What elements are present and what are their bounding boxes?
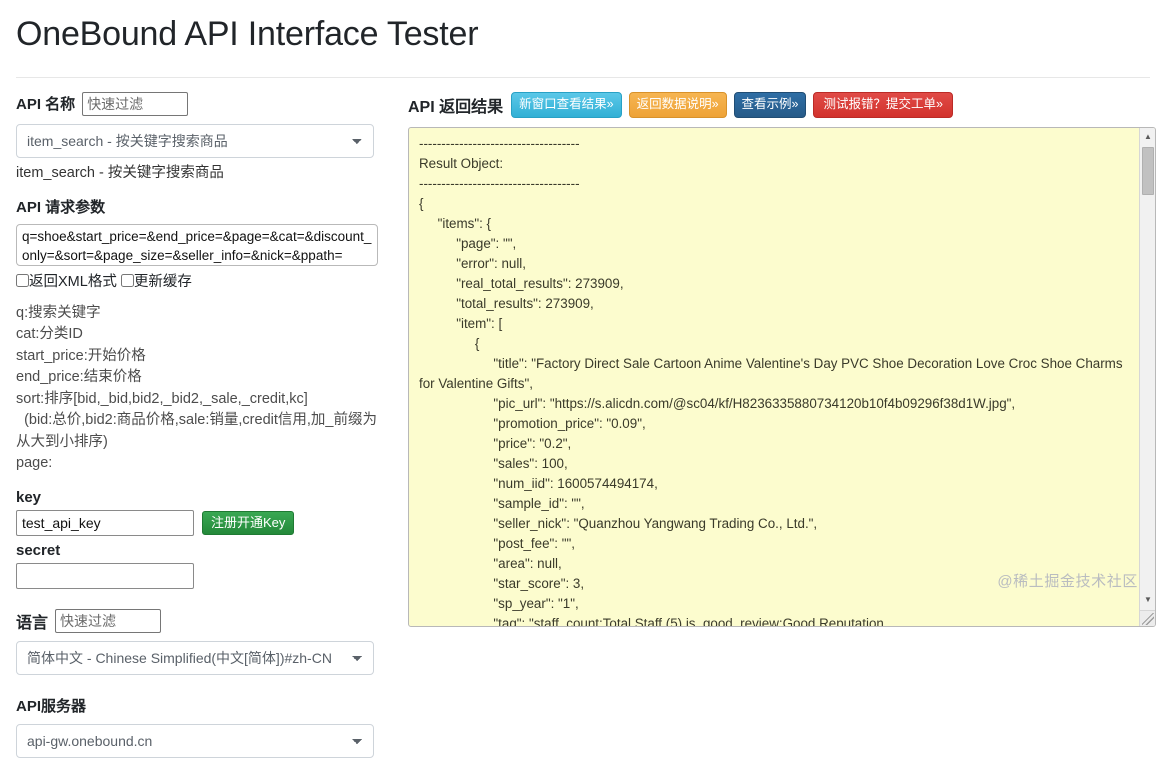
language-select[interactable]: 简体中文 - Chinese Simplified(中文[简体])#zh-CN [16, 640, 374, 675]
result-header: API 返回结果 新窗口查看结果» 返回数据说明» 查看示例» 测试报错？提交工… [408, 91, 1156, 118]
secret-input[interactable] [16, 562, 194, 589]
data-docs-button[interactable]: 返回数据说明» [628, 91, 727, 118]
result-output-text[interactable]: ------------------------------------ Res… [419, 135, 1123, 626]
api-form-panel: API 名称 item_search - 按关键字搜索商品 item_searc… [10, 78, 396, 773]
key-row: 注册开通Key [16, 509, 390, 536]
key-label: key [16, 488, 42, 506]
result-title: API 返回结果 [408, 98, 504, 116]
key-input[interactable] [16, 509, 194, 536]
main-columns: API 名称 item_search - 按关键字搜索商品 item_searc… [0, 78, 1166, 773]
params-options: 返回XML格式 更新缓存 [16, 270, 390, 291]
xml-format-checkbox-label[interactable]: 返回XML格式 [16, 270, 117, 291]
params-label: API 请求参数 [16, 198, 106, 216]
xml-format-checkbox[interactable] [16, 273, 29, 287]
xml-format-label: 返回XML格式 [29, 273, 117, 290]
watermark-text: @稀土掘金技术社区 [997, 572, 1138, 590]
report-issue-button[interactable]: 测试报错？提交工单» [813, 91, 953, 118]
scrollbar-thumb[interactable] [1142, 146, 1154, 195]
api-result-panel: API 返回结果 新窗口查看结果» 返回数据说明» 查看示例» 测试报错？提交工… [396, 78, 1156, 627]
api-select[interactable]: item_search - 按关键字搜索商品 [16, 123, 374, 158]
update-cache-checkbox[interactable] [120, 273, 134, 287]
scroll-up-arrow-icon[interactable]: ▲ [1144, 132, 1152, 142]
register-key-button[interactable]: 注册开通Key [202, 510, 295, 535]
open-new-window-button[interactable]: 新窗口查看结果» [511, 91, 622, 118]
param-hints-text: q:搜索关键字 cat:分类ID start_price:开始价格 end_pr… [16, 304, 377, 472]
page-title: OneBound API Interface Tester [16, 15, 479, 53]
result-scrollbar[interactable]: ▲ ▼ [1139, 127, 1155, 626]
api-name-filter-input[interactable] [82, 91, 189, 116]
title-divider [16, 76, 1150, 78]
update-cache-checkbox-label[interactable]: 更新缓存 [120, 270, 192, 291]
api-server-select[interactable]: api-gw.onebound.cn [16, 723, 374, 758]
api-name-row: API 名称 [16, 91, 390, 116]
api-select-hint: item_search - 按关键字搜索商品 [16, 164, 224, 181]
api-name-label: API 名称 [16, 96, 76, 114]
api-server-label: API服务器 [16, 697, 87, 715]
api-params-textarea[interactable]: q=shoe&start_price=&end_price=&page=&cat… [16, 223, 378, 266]
result-output-container: ------------------------------------ Res… [408, 126, 1156, 627]
language-row: 语言 [16, 608, 390, 633]
language-label: 语言 [16, 614, 49, 632]
update-cache-label: 更新缓存 [133, 273, 192, 290]
secret-label: secret [16, 541, 61, 559]
view-example-button[interactable]: 查看示例» [733, 91, 807, 118]
language-filter-input[interactable] [55, 608, 162, 633]
scroll-down-arrow-icon[interactable]: ▼ [1144, 595, 1152, 605]
resize-grip-icon[interactable] [1139, 609, 1155, 626]
